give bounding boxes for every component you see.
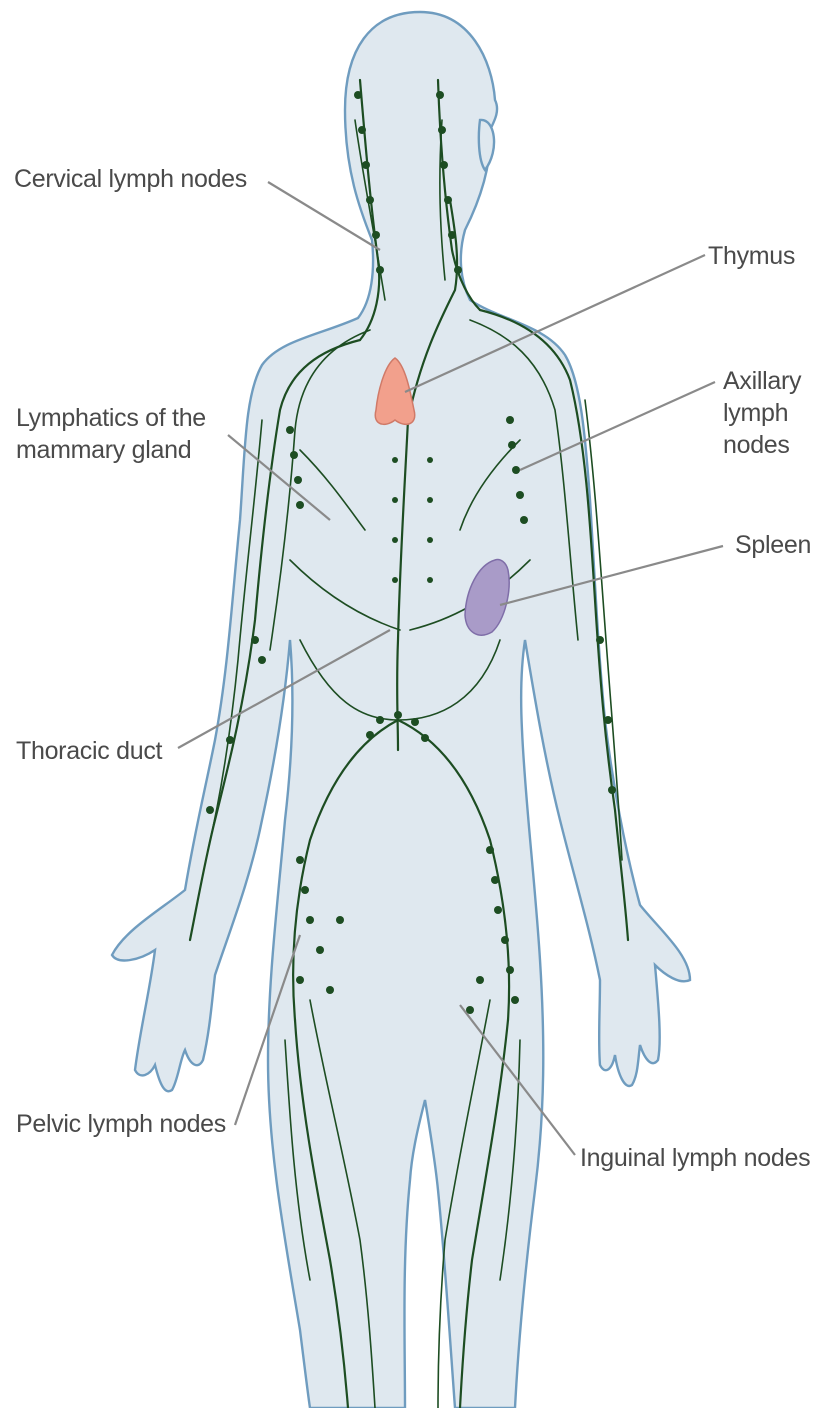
label-lymphatics-mammary-gland: Lymphatics of the mammary gland xyxy=(16,402,206,466)
label-spleen: Spleen xyxy=(735,529,811,561)
label-axillary-lymph-nodes: Axillary lymph nodes xyxy=(723,365,801,461)
label-thoracic-duct: Thoracic duct xyxy=(16,735,162,767)
label-inguinal-lymph-nodes: Inguinal lymph nodes xyxy=(580,1142,810,1174)
label-cervical-lymph-nodes: Cervical lymph nodes xyxy=(14,163,247,195)
label-thymus: Thymus xyxy=(708,240,795,272)
label-pelvic-lymph-nodes: Pelvic lymph nodes xyxy=(16,1108,226,1140)
